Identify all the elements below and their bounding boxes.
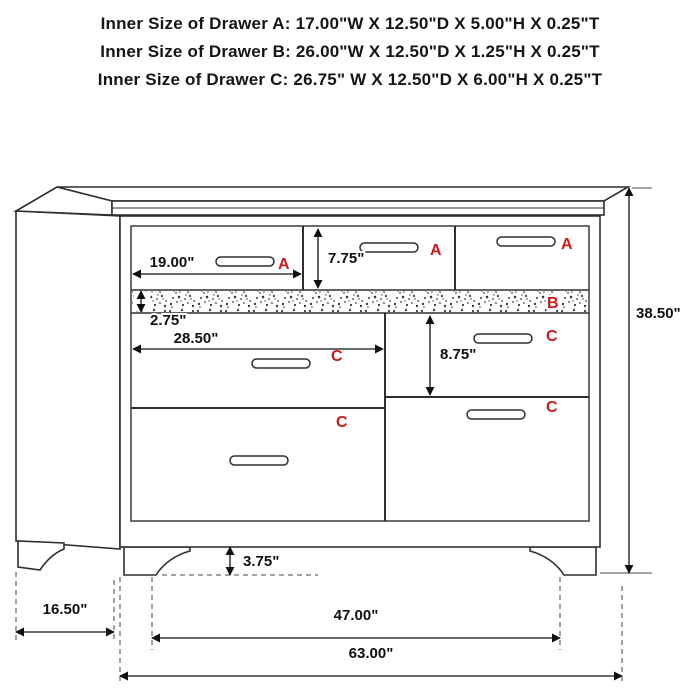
dim-drawer-b-front-height: 2.75" [150, 312, 186, 329]
label-drawer-a2: A [430, 242, 442, 259]
dim-overall-width-group: 63.00" [119, 577, 623, 684]
front-right-foot [529, 546, 597, 576]
interior-dimensions [132, 228, 435, 396]
dim-drawer-a-width: 19.00" [150, 254, 195, 271]
handle-c-right-bottom [466, 409, 526, 420]
dim-leg-height-group: 3.75" [162, 546, 318, 576]
label-drawer-c-right-top: C [546, 328, 558, 345]
label-drawer-c-left-top: C [331, 348, 343, 365]
drawer-handles [215, 236, 556, 466]
dim-base-depth-group: 16.50" [15, 572, 115, 640]
front-left-foot [123, 546, 191, 576]
handle-a2 [359, 242, 419, 253]
drawer-c-spec-line: Inner Size of Drawer C: 26.75" W X 12.50… [97, 70, 603, 89]
dresser-body [13, 186, 631, 576]
interior-dimension-labels: 19.00" 7.75" 2.75" 28.50" 8.75" [148, 248, 479, 365]
dim-leg-height: 3.75" [243, 553, 279, 570]
label-drawer-c-left-bottom: C [336, 414, 348, 431]
drawer-frame [130, 225, 590, 522]
label-drawer-a1: A [278, 256, 290, 273]
label-drawer-a3: A [561, 236, 573, 253]
dim-drawer-c-height: 8.75" [440, 346, 476, 363]
back-left-foot [17, 540, 65, 571]
top-surface [56, 186, 631, 202]
dim-base-depth: 16.50" [43, 601, 88, 618]
handle-c-right-top [473, 333, 533, 344]
spec-header: Inner Size of Drawer A: 17.00"W X 12.50"… [0, 10, 700, 94]
drawer-dividers [131, 226, 589, 521]
dim-overall-height-group: 38.50" [600, 187, 681, 574]
dim-drawer-c-width: 28.50" [174, 330, 219, 347]
dim-overall-height: 38.50" [636, 305, 681, 322]
label-drawer-c-right-bottom: C [546, 399, 558, 416]
dim-clear-zone [133, 291, 151, 312]
dim-drawer-a-height: 7.75" [328, 250, 364, 267]
handle-c-left-bottom [229, 455, 289, 466]
handle-a3 [496, 236, 556, 247]
drawer-a-spec-line: Inner Size of Drawer A: 17.00"W X 12.50"… [100, 14, 600, 33]
label-drawer-b: B [547, 295, 559, 312]
handle-a1 [215, 256, 275, 267]
drawer-b-spec-line: Inner Size of Drawer B: 26.00"W X 12.50"… [100, 42, 600, 61]
dim-leg-span-group: 47.00" [151, 577, 561, 650]
side-panel [15, 210, 121, 550]
glitter-strip [132, 291, 588, 312]
handle-c-left-top [251, 358, 311, 369]
dim-overall-width: 63.00" [349, 645, 394, 662]
dim-leg-span: 47.00" [334, 607, 379, 624]
drawer-letters: A A A B C C C C [278, 236, 573, 431]
